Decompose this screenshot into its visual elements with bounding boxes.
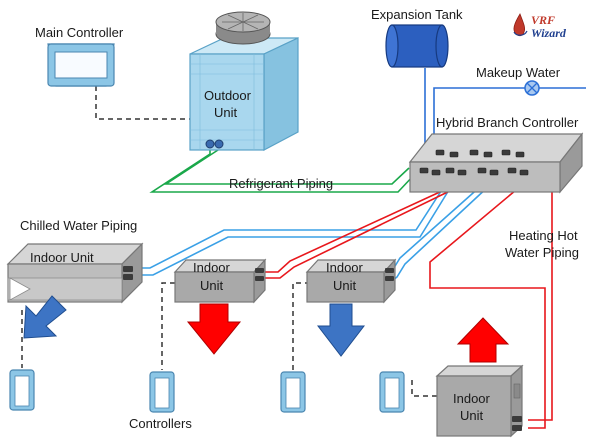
indoor-unit-mid2-label-line2: Unit xyxy=(333,278,357,293)
wall-controller-2 xyxy=(149,371,175,413)
hot-air-arrow-bottom xyxy=(456,317,510,363)
indoor-unit-bottom-label-line1: Indoor xyxy=(453,391,491,406)
valve-cross xyxy=(526,82,538,94)
outdoor-unit xyxy=(189,11,299,151)
refrigerant-piping-label: Refrigerant Piping xyxy=(229,176,333,191)
indoor-unit-mid2-label-line1: Indoor xyxy=(326,260,364,275)
chilled-water-piping-label: Chilled Water Piping xyxy=(20,218,137,233)
hot-air-arrow-mid1 xyxy=(186,303,242,355)
vrf-wizard-logo: VRF Wizard xyxy=(513,13,567,40)
main-controller xyxy=(47,43,115,87)
indoor-unit-mid1-label-line2: Unit xyxy=(200,278,224,293)
heating-hot-water-label-line1: Heating Hot xyxy=(509,228,578,243)
indoor-unit-bottom xyxy=(435,364,524,438)
expansion-tank-label: Expansion Tank xyxy=(371,7,463,22)
makeup-water-label: Makeup Water xyxy=(476,65,561,80)
indoor-unit-bottom-label-line2: Unit xyxy=(460,408,484,423)
indoor-unit-left-label: Indoor Unit xyxy=(30,250,94,265)
expansion-tank xyxy=(385,24,449,68)
hot-water-piping xyxy=(262,181,553,429)
indoor-unit-mid1 xyxy=(173,258,267,304)
indoor-unit-mid2 xyxy=(305,258,397,304)
outdoor-unit-label-line2: Unit xyxy=(214,105,238,120)
hybrid-branch-controller xyxy=(408,132,584,194)
wall-controller-3 xyxy=(280,371,306,413)
indoor-unit-left xyxy=(6,242,144,304)
outdoor-unit-label-line1: Outdoor xyxy=(204,88,252,103)
controllers-label: Controllers xyxy=(129,416,192,431)
wall-controller-1 xyxy=(9,369,35,411)
logo-line1: VRF xyxy=(531,13,555,27)
cold-air-arrow-left xyxy=(23,295,67,339)
wall-controller-4 xyxy=(379,371,405,413)
cold-air-arrow-mid2 xyxy=(316,303,366,357)
hybrid-branch-controller-label: Hybrid Branch Controller xyxy=(436,115,579,130)
main-controller-label: Main Controller xyxy=(35,25,124,40)
control-wiring xyxy=(21,86,437,397)
indoor-unit-mid1-label-line1: Indoor xyxy=(193,260,231,275)
logo-line2: Wizard xyxy=(531,26,567,40)
heating-hot-water-label-line2: Water Piping xyxy=(505,245,579,260)
